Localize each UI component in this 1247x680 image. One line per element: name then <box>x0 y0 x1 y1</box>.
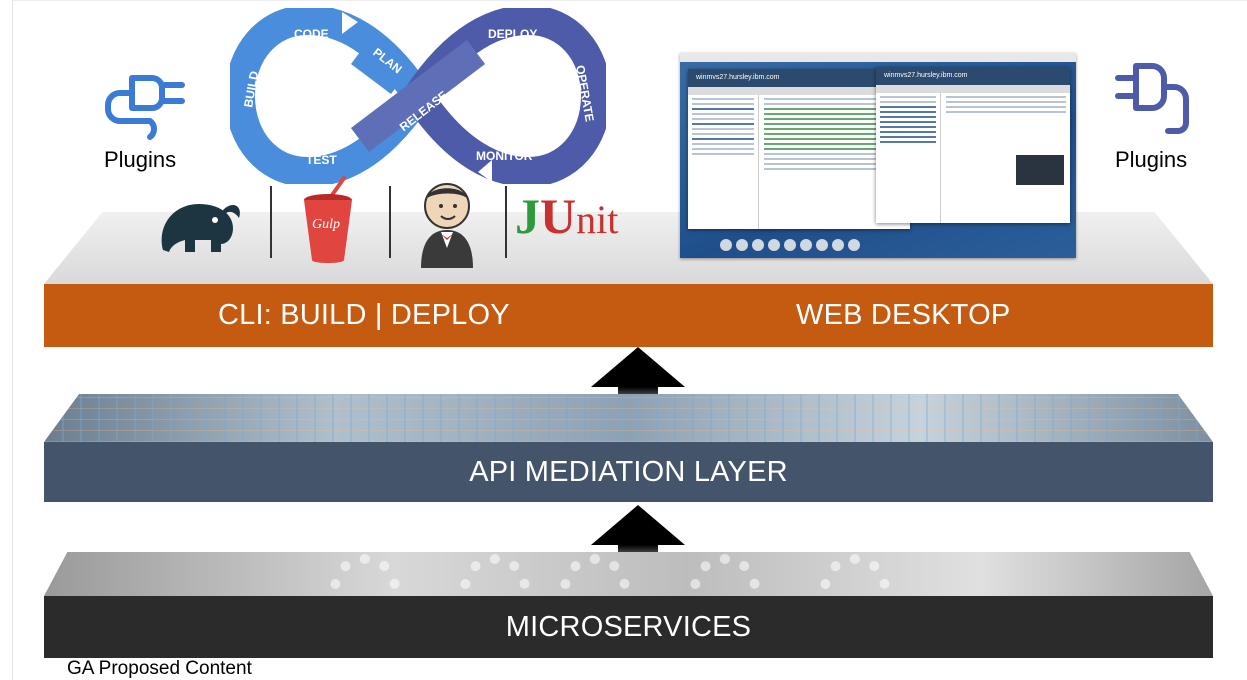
web-desktop-label: WEB DESKTOP <box>796 299 1011 331</box>
microservices-label: MICROSERVICES <box>505 610 752 643</box>
plugins-label-right: Plugins <box>1115 147 1188 172</box>
stage-code: CODE <box>294 27 329 41</box>
explorer-content-pane <box>942 93 1070 223</box>
junit-logo: JUnit <box>515 188 619 244</box>
gulp-cup-icon: Gulp <box>304 176 352 263</box>
explorer-tooltip <box>1016 155 1064 185</box>
editor-window: winmvs27.hursley.ibm.com <box>688 69 910 229</box>
tool-separator-3 <box>505 186 507 258</box>
cli-webdesktop-band: CLI: BUILD | DEPLOY WEB DESKTOP <box>44 284 1213 347</box>
tool-separator-1 <box>270 186 272 258</box>
desktop-dock <box>720 235 870 255</box>
plugin-icon-right <box>1115 63 1189 134</box>
stage-build: BUILD <box>241 70 261 109</box>
tool-separator-2 <box>389 186 391 258</box>
plugin-icon-left <box>105 75 185 140</box>
editor-tree-pane <box>688 95 759 229</box>
editor-content-pane <box>760 95 910 229</box>
jenkins-butler-icon <box>421 183 473 268</box>
web-desktop-screenshot: winmvs27.hursley.ibm.com winmvs27.hursle… <box>680 53 1076 258</box>
desktop-menubar <box>680 53 1076 62</box>
svg-text:Gulp: Gulp <box>312 217 340 232</box>
plugins-label-left: Plugins <box>104 147 177 172</box>
api-mediation-band: API MEDIATION LAYER <box>44 442 1213 502</box>
api-mediation-label: API MEDIATION LAYER <box>469 455 788 488</box>
explorer-tree-pane <box>876 93 941 223</box>
explorer-window-title: winmvs27.hursley.ibm.com <box>876 67 1070 85</box>
frame-left-border <box>12 0 13 680</box>
stage-deploy: DEPLOY <box>488 27 537 41</box>
microservices-band: MICROSERVICES <box>44 596 1213 658</box>
devops-loop-diagram: CODE PLAN BUILD TEST RELEASE DEPLOY OPER… <box>230 8 606 184</box>
caption: GA Proposed Content <box>67 658 252 679</box>
gradle-elephant-icon <box>161 204 240 252</box>
stage-test: TEST <box>306 153 337 167</box>
stage-monitor: MONITOR <box>476 149 533 163</box>
middle-platform-surface <box>44 394 1213 442</box>
frame-top-border <box>12 0 1247 1</box>
explorer-window: winmvs27.hursley.ibm.com <box>876 67 1070 223</box>
editor-window-title: winmvs27.hursley.ibm.com <box>688 69 910 87</box>
cli-build-deploy-label: CLI: BUILD | DEPLOY <box>218 299 510 331</box>
